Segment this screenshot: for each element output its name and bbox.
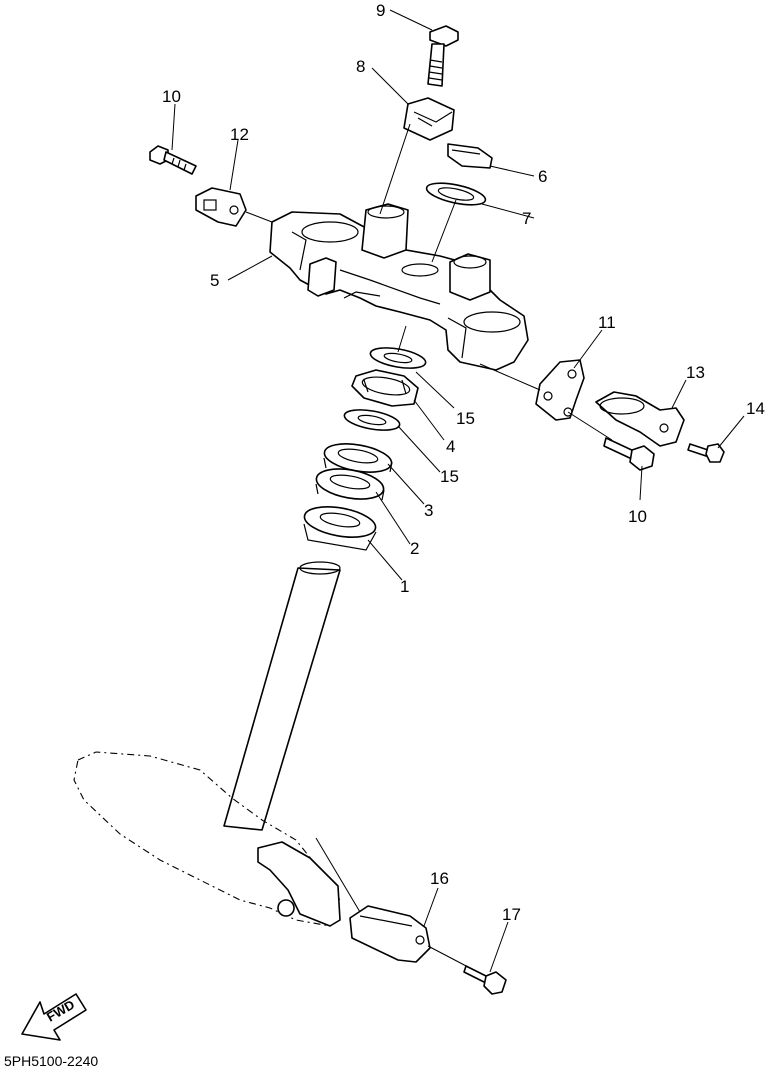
callout-1: 1 — [400, 577, 409, 596]
part-15-washer-lower — [343, 409, 401, 431]
leader-lines — [171, 9, 745, 973]
part-2-bearing — [315, 468, 385, 501]
part-15-washer-upper — [369, 347, 427, 369]
part-5-upper-bracket — [269, 203, 529, 371]
part-10-bolt-upper — [149, 145, 197, 175]
callout-15-upper: 15 — [456, 409, 475, 428]
part-3-bearing-race — [323, 443, 393, 473]
callout-14: 14 — [746, 399, 765, 418]
part-17-bolt — [463, 965, 507, 995]
part-9-bolt — [427, 25, 459, 87]
callout-17: 17 — [502, 905, 521, 924]
part-1-lower-race — [303, 506, 377, 551]
diagram-code: 5PH5100-2240 — [4, 1053, 98, 1069]
callout-7: 7 — [522, 209, 531, 228]
callout-15-lower: 15 — [440, 467, 459, 486]
part-6-nut — [447, 143, 493, 169]
callout-11: 11 — [598, 313, 616, 332]
part-8-handlebar-holder — [403, 97, 455, 141]
steering-stem-shaft — [223, 561, 341, 831]
callout-9: 9 — [376, 1, 385, 20]
part-7-washer — [425, 182, 487, 206]
callout-3: 3 — [424, 501, 433, 520]
lower-bracket-outline — [73, 751, 341, 927]
part-16-clamp — [349, 905, 431, 963]
part-4-ring-nut — [351, 369, 419, 407]
callout-10-lower: 10 — [628, 507, 647, 526]
part-12-bracket — [195, 187, 247, 227]
callout-2: 2 — [410, 539, 419, 558]
part-14-bolt — [687, 443, 725, 463]
callout-8: 8 — [356, 57, 365, 76]
callout-10-upper: 10 — [162, 87, 181, 106]
callout-4: 4 — [446, 437, 455, 456]
part-13-clamp — [595, 391, 685, 447]
callout-labels: 9 8 10 12 6 7 5 11 13 14 15 4 15 3 10 2 … — [162, 1, 765, 924]
callout-16: 16 — [430, 869, 449, 888]
callout-5: 5 — [210, 271, 219, 290]
part-10-bolt-lower — [603, 437, 655, 471]
fwd-arrow: FWD — [21, 993, 87, 1041]
callout-12: 12 — [230, 125, 249, 144]
callout-13: 13 — [686, 363, 705, 382]
callout-6: 6 — [538, 167, 547, 186]
part-11-bracket — [535, 359, 585, 421]
